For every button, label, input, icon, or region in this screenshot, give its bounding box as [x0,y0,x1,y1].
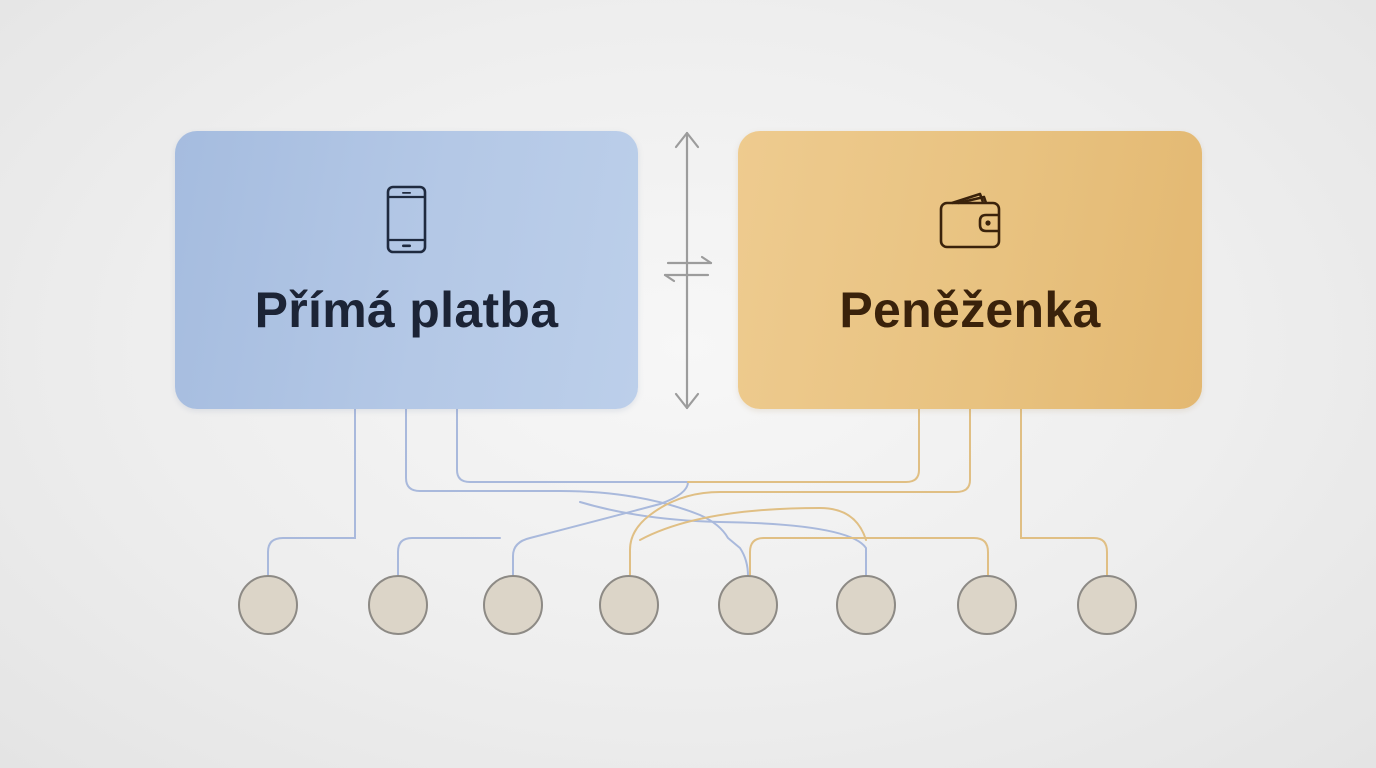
smartphone-icon [386,185,426,254]
exchange-arrows-icon [663,255,713,283]
direct-payment-title: Přímá platba [254,282,559,338]
connector-wallet-1 [687,408,920,483]
node-8 [1077,575,1137,635]
node-1 [238,575,298,635]
connector-direct-3 [456,408,690,577]
connector-wallet-3 [1020,408,1108,577]
node-2 [368,575,428,635]
direct-payment-card: Přímá platba [175,131,638,409]
connector-direct-2 [405,408,749,577]
connector-direct-5 [397,537,501,577]
double-arrow-vertical-icon [674,131,700,410]
wallet-icon [939,192,1001,249]
connector-wallet-2 [629,408,971,577]
node-4 [599,575,659,635]
wallet-card: Peněženka [738,131,1202,409]
node-7 [957,575,1017,635]
connector-direct-1 [267,408,356,577]
wallet-title: Peněženka [839,282,1101,338]
connector-wallet-4 [749,537,989,577]
node-6 [836,575,896,635]
node-3 [483,575,543,635]
node-5 [718,575,778,635]
connector-wallet-5 [639,506,867,541]
